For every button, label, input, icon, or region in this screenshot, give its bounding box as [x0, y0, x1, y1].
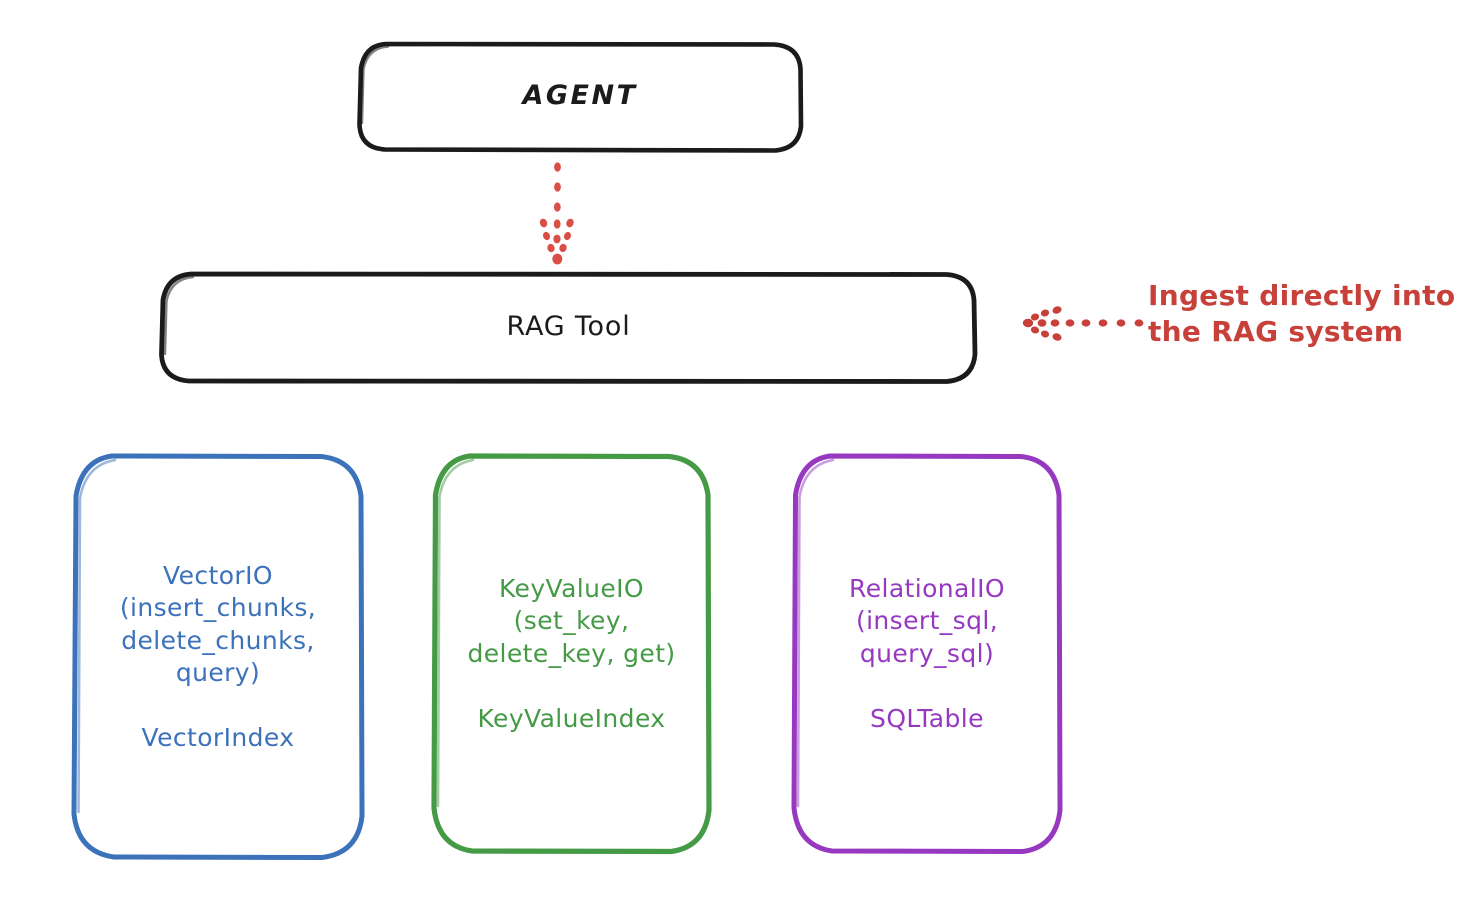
node-agent[interactable]: AGENT	[355, 40, 805, 153]
node-rag-tool[interactable]: RAG Tool	[157, 270, 980, 384]
annotation-ingest-note: Ingest directly into the RAG system	[1148, 279, 1456, 349]
node-vector-io-label: VectorIO (insert_chunks, delete_chunks, …	[119, 560, 317, 753]
connector-ingest-arrow	[1022, 306, 1144, 341]
node-agent-label: AGENT	[522, 80, 638, 112]
node-key-value-io-label: KeyValueIO (set_key, delete_key, get) Ke…	[467, 573, 676, 733]
node-relational-io[interactable]: RelationalIO (insert_sql, query_sql) SQL…	[790, 452, 1064, 856]
node-vector-io[interactable]: VectorIO (insert_chunks, delete_chunks, …	[70, 452, 366, 862]
connector-agent-to-rag-tool-arrow	[539, 162, 574, 265]
node-key-value-io[interactable]: KeyValueIO (set_key, delete_key, get) Ke…	[430, 452, 713, 856]
node-rag-tool-label: RAG Tool	[506, 310, 631, 342]
node-relational-io-label: RelationalIO (insert_sql, query_sql) SQL…	[849, 573, 1005, 733]
